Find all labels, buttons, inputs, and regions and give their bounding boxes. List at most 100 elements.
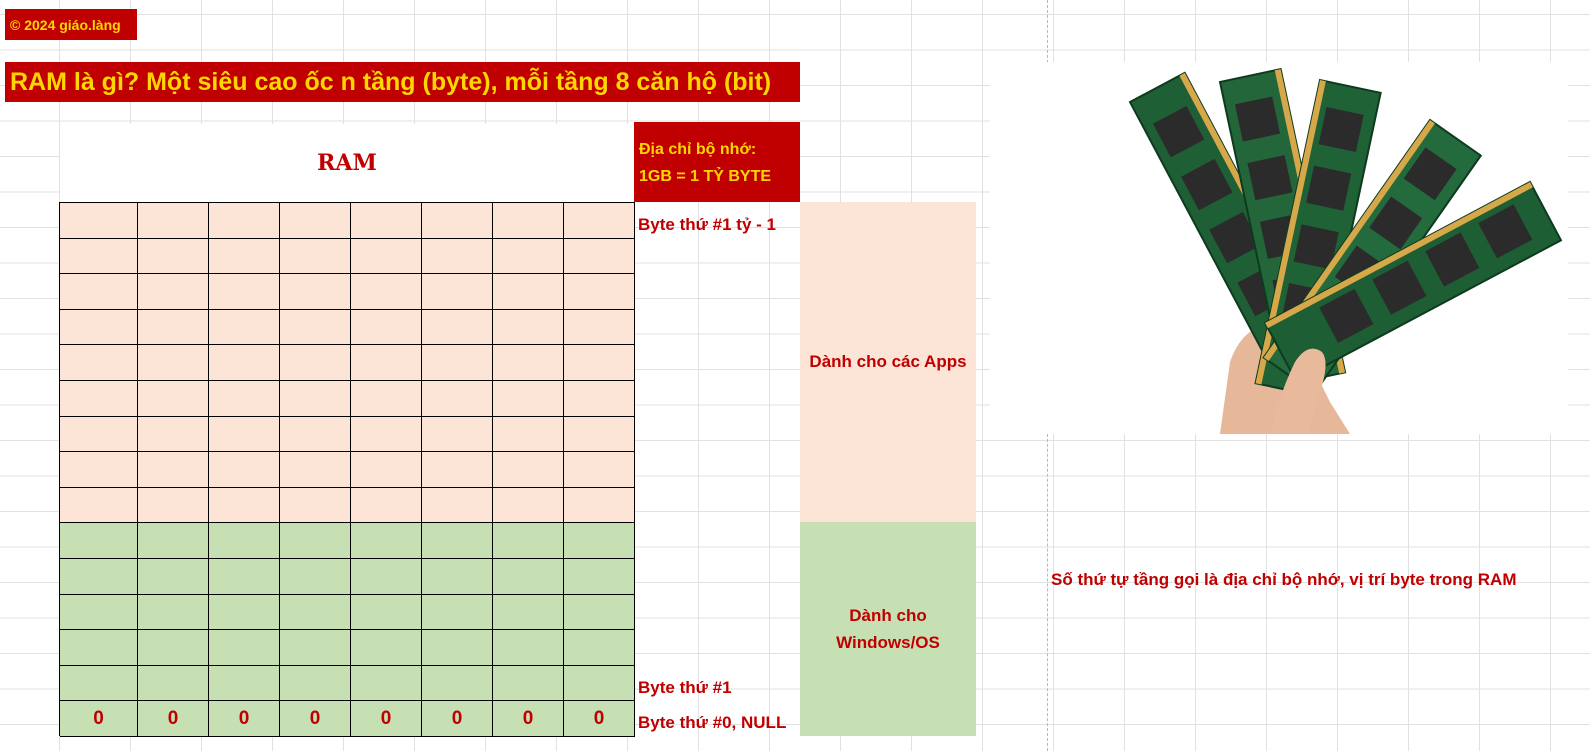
bit-cell[interactable] [138, 487, 209, 524]
bit-cell[interactable] [138, 523, 209, 559]
bit-cell[interactable] [60, 630, 138, 666]
bit-cell[interactable]: 0 [60, 701, 138, 737]
os-region[interactable]: Dành cho Windows/OS [800, 522, 976, 736]
bit-cell[interactable] [493, 523, 564, 559]
bit-cell[interactable] [280, 203, 351, 239]
bit-cell[interactable] [493, 630, 564, 666]
bit-cell[interactable] [493, 416, 564, 453]
bit-cell[interactable] [138, 309, 209, 346]
bit-cell[interactable] [138, 452, 209, 488]
bit-cell[interactable] [280, 558, 351, 595]
bit-cell[interactable] [493, 594, 564, 631]
bit-cell[interactable] [280, 594, 351, 631]
ram-sticks-photo[interactable] [990, 62, 1568, 434]
bit-cell[interactable] [60, 523, 138, 559]
bit-cell[interactable] [493, 452, 564, 488]
bit-cell[interactable] [60, 487, 138, 524]
bit-cell[interactable] [351, 309, 422, 346]
bit-cell[interactable] [493, 274, 564, 310]
bit-cell[interactable] [422, 630, 493, 666]
bit-cell[interactable] [60, 594, 138, 631]
bit-cell[interactable] [209, 309, 280, 346]
bit-cell[interactable] [493, 238, 564, 275]
bit-cell[interactable] [564, 558, 635, 595]
bit-cell[interactable] [60, 274, 138, 310]
bit-cell[interactable] [60, 203, 138, 239]
bit-cell[interactable] [493, 309, 564, 346]
bit-cell[interactable] [351, 274, 422, 310]
bit-cell[interactable] [280, 452, 351, 488]
bit-cell[interactable] [60, 238, 138, 275]
bit-cell[interactable] [60, 558, 138, 595]
bit-cell[interactable]: 0 [493, 701, 564, 737]
bit-cell[interactable] [209, 558, 280, 595]
bit-cell[interactable] [422, 416, 493, 453]
bit-cell[interactable] [280, 274, 351, 310]
bit-cell[interactable] [138, 345, 209, 381]
bit-cell[interactable] [138, 380, 209, 417]
bit-cell[interactable] [138, 416, 209, 453]
bit-cell[interactable] [351, 452, 422, 488]
memory-address-note[interactable]: Số thứ tự tầng gọi là địa chỉ bộ nhớ, vị… [1051, 570, 1517, 589]
bit-cell[interactable] [138, 558, 209, 595]
bit-cell[interactable] [351, 345, 422, 381]
bit-cell[interactable]: 0 [138, 701, 209, 737]
bit-cell[interactable] [564, 523, 635, 559]
bit-cell[interactable] [493, 665, 564, 702]
bit-cell[interactable] [564, 238, 635, 275]
bit-cell[interactable] [351, 665, 422, 702]
bit-cell[interactable]: 0 [422, 701, 493, 737]
address-header[interactable]: Địa chỉ bộ nhớ: 1GB = 1 TỶ BYTE [634, 122, 800, 202]
bit-cell[interactable] [351, 523, 422, 559]
bit-cell[interactable] [138, 203, 209, 239]
bit-cell[interactable] [209, 380, 280, 417]
bit-cell[interactable] [351, 558, 422, 595]
bit-cell[interactable] [422, 452, 493, 488]
bit-cell[interactable] [493, 345, 564, 381]
bit-cell[interactable] [209, 523, 280, 559]
bit-cell[interactable] [351, 416, 422, 453]
bit-cell[interactable] [209, 594, 280, 631]
bit-cell[interactable] [138, 274, 209, 310]
apps-region[interactable]: Dành cho các Apps [800, 202, 976, 522]
bit-cell[interactable] [422, 309, 493, 346]
bit-cell[interactable] [60, 380, 138, 417]
bit-cell[interactable] [564, 487, 635, 524]
bit-cell[interactable]: 0 [564, 701, 635, 737]
bit-cell[interactable] [422, 238, 493, 275]
bit-cell[interactable]: 0 [209, 701, 280, 737]
bit-cell[interactable] [138, 594, 209, 631]
bit-cell[interactable] [564, 380, 635, 417]
bit-cell[interactable] [280, 380, 351, 417]
bit-cell[interactable] [564, 203, 635, 239]
bit-cell[interactable] [60, 665, 138, 702]
bit-cell[interactable] [209, 345, 280, 381]
bit-cell[interactable] [280, 309, 351, 346]
bit-cell[interactable] [138, 630, 209, 666]
bit-cell[interactable] [351, 487, 422, 524]
ram-title[interactable]: RAM [60, 124, 634, 202]
bit-cell[interactable] [280, 487, 351, 524]
bit-cell[interactable] [280, 665, 351, 702]
bit-cell[interactable] [564, 452, 635, 488]
bit-cell[interactable] [422, 274, 493, 310]
bit-cell[interactable] [564, 630, 635, 666]
bit-cell[interactable]: 0 [280, 701, 351, 737]
bit-cell[interactable] [209, 630, 280, 666]
bit-cell[interactable] [209, 452, 280, 488]
bit-cell[interactable] [564, 345, 635, 381]
bit-cell[interactable] [493, 487, 564, 524]
bit-cell[interactable] [280, 523, 351, 559]
bit-cell[interactable] [351, 594, 422, 631]
bit-cell[interactable] [351, 380, 422, 417]
bit-cell[interactable] [564, 309, 635, 346]
byte-label-0[interactable]: Byte thứ #0, NULL [638, 713, 787, 732]
byte-label-1[interactable]: Byte thứ #1 [638, 678, 732, 697]
bit-cell[interactable] [138, 665, 209, 702]
bit-cell[interactable] [422, 203, 493, 239]
bit-cell[interactable] [280, 238, 351, 275]
bit-cell[interactable] [209, 274, 280, 310]
bit-cell[interactable] [138, 238, 209, 275]
bit-cell[interactable] [422, 558, 493, 595]
bit-cell[interactable] [209, 238, 280, 275]
